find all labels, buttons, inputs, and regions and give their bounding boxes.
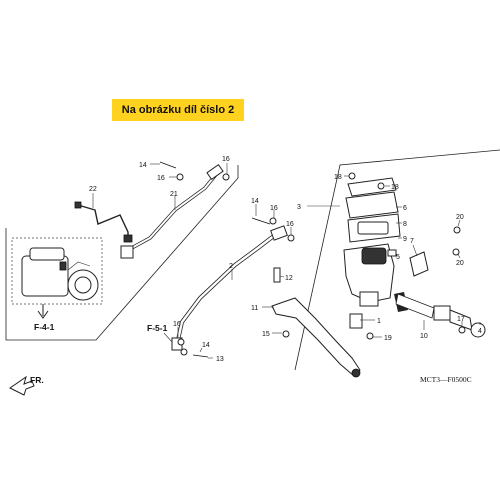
callout: 16 xyxy=(173,321,181,328)
abs-modulator xyxy=(11,237,103,319)
switch-1 xyxy=(349,313,363,329)
callout: 21 xyxy=(170,191,178,198)
callout: 10 xyxy=(420,333,428,340)
leader-lines xyxy=(92,163,481,359)
cylinder-mount xyxy=(359,291,379,307)
callout: 5 xyxy=(396,254,400,261)
abs-pipe xyxy=(67,261,91,271)
callout: 22 xyxy=(89,186,97,193)
bolt-5 xyxy=(387,249,397,257)
callout: 14 xyxy=(139,162,147,169)
washer-16-mid-a xyxy=(269,217,277,225)
bolt-13 xyxy=(192,354,209,358)
hose-2-banjo-upper xyxy=(270,225,288,241)
piston-kit-10 xyxy=(395,293,435,319)
highlight-banner: Na obrázku díl číslo 2 xyxy=(112,99,244,121)
bolt-20-a xyxy=(453,226,461,234)
reservoir-window xyxy=(361,247,387,265)
hose-21-banjo xyxy=(206,164,224,180)
left-frame xyxy=(5,165,239,341)
callout: 18 xyxy=(391,184,399,191)
holder-7 xyxy=(409,251,429,277)
callout: 4 xyxy=(478,328,482,335)
brake-hose-2 xyxy=(176,233,277,342)
ref-abs-unit[interactable]: F-4-1 xyxy=(34,322,55,332)
callout: 7 xyxy=(410,238,414,245)
abs-dashed-box xyxy=(11,237,103,305)
callout: 15 xyxy=(262,331,270,338)
bolt-14-mid xyxy=(251,217,271,225)
pipe-22-fitting-bottom xyxy=(123,234,133,243)
diagram-code: MCT3—F0500C xyxy=(420,375,472,384)
callout: 16 xyxy=(222,156,230,163)
callout: 20 xyxy=(456,260,464,267)
boot-4 xyxy=(470,322,486,338)
callout: 6 xyxy=(403,205,407,212)
bolt-14-top xyxy=(159,161,177,169)
callout: 16 xyxy=(157,175,165,182)
diaphragm-inner xyxy=(357,221,389,235)
hose-21-clamp xyxy=(120,245,134,259)
callout: 17 xyxy=(457,316,465,323)
callout: 2 xyxy=(229,263,233,270)
brake-pipe-22 xyxy=(77,204,129,241)
washer-16-mid-b xyxy=(287,234,295,242)
piston-body xyxy=(433,305,451,321)
callout-labels: 22 14 16 21 16 14 16 16 2 12 11 15 16 14… xyxy=(89,156,482,363)
clip-17 xyxy=(458,326,466,334)
screw-19 xyxy=(366,332,374,340)
callout: 18 xyxy=(334,174,342,181)
bolt-20-b xyxy=(452,248,460,256)
abs-motor-cap xyxy=(74,276,92,294)
callout: 11 xyxy=(251,305,258,312)
fr-arrow-icon xyxy=(9,375,35,396)
master-cylinder-assembly xyxy=(343,172,486,340)
callout: 14 xyxy=(202,342,210,349)
fr-label: FR. xyxy=(30,375,44,385)
pipe-22-fitting-top xyxy=(74,201,82,209)
callout: 12 xyxy=(285,275,293,282)
lever-end-knob xyxy=(351,368,361,378)
down-arrow-icon xyxy=(37,304,49,319)
screw-18-a xyxy=(377,182,385,190)
callout: 20 xyxy=(456,214,464,221)
callout: 13 xyxy=(216,356,224,363)
callout: 14 xyxy=(251,198,259,205)
cap-plate-8 xyxy=(345,191,399,219)
callout: 3 xyxy=(297,204,301,211)
abs-top xyxy=(29,247,65,261)
reservoir-cap-6 xyxy=(347,177,397,197)
callout: 1 xyxy=(377,318,381,325)
callout: 9 xyxy=(403,236,407,243)
callout: 16 xyxy=(286,221,294,228)
callout: 16 xyxy=(270,205,278,212)
washer-16-top-b xyxy=(222,173,230,181)
abs-fitting xyxy=(59,261,67,271)
screw-18-b xyxy=(348,172,356,180)
hose-clamp-12 xyxy=(273,267,281,283)
callout: 8 xyxy=(403,221,407,228)
washer-16-low-a xyxy=(177,338,185,346)
callout: 19 xyxy=(384,335,392,342)
washer-16-top-a xyxy=(176,173,184,181)
pivot-bolt-15 xyxy=(282,330,290,338)
washer-16-low-b xyxy=(180,348,188,356)
ref-caliper[interactable]: F-5-1 xyxy=(147,323,168,333)
right-frame xyxy=(294,149,500,371)
